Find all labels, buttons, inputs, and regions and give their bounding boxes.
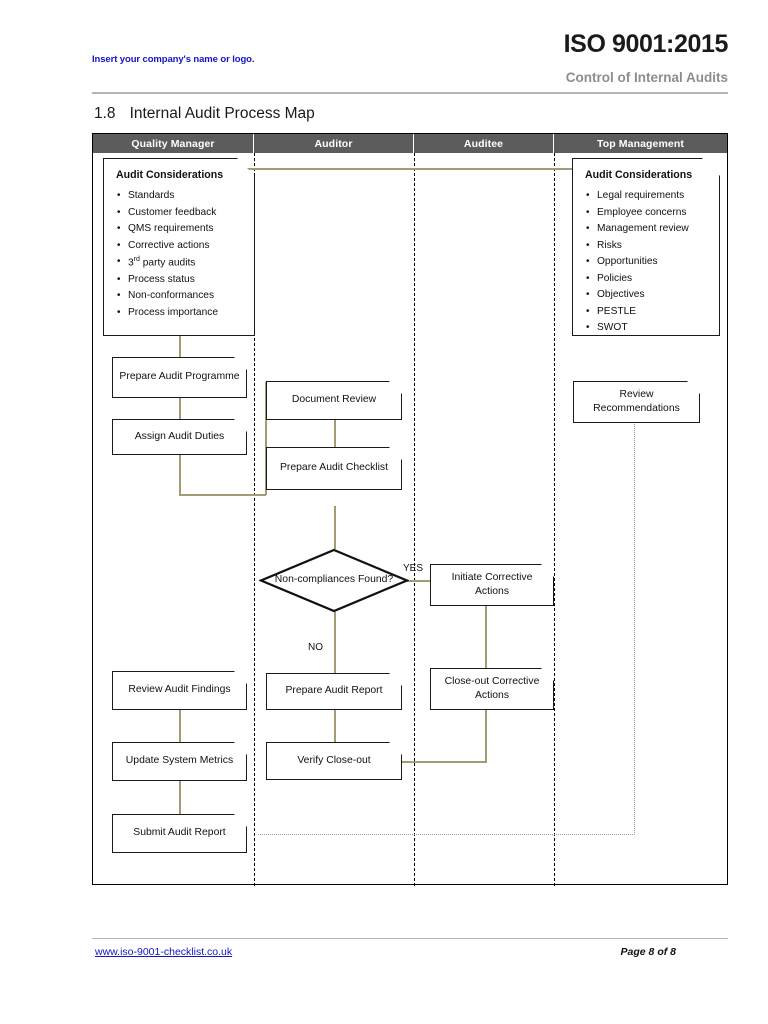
edge-label-yes: YES bbox=[403, 563, 424, 574]
process-update-system-metrics[interactable]: Update System Metrics bbox=[112, 742, 247, 781]
connector-metrics-to-submit bbox=[179, 780, 181, 815]
considerations-heading-left: Audit Considerations bbox=[116, 169, 224, 181]
process-label: Verify Close-out bbox=[297, 754, 371, 766]
connector-report-to-verify bbox=[334, 709, 336, 743]
considerations-item: Risks bbox=[597, 238, 709, 255]
process-label: Review Audit Findings bbox=[128, 684, 231, 696]
process-label: Review Recommendations bbox=[593, 388, 680, 414]
lane-divider-1 bbox=[254, 153, 255, 886]
process-review-audit-findings[interactable]: Review Audit Findings bbox=[112, 671, 247, 710]
swimlane-header-top-management: Top Management bbox=[554, 134, 727, 153]
process-label: Initiate Corrective Actions bbox=[451, 571, 533, 597]
document-subtitle: Control of Internal Audits bbox=[565, 70, 728, 85]
connector-programme-to-duties bbox=[179, 397, 181, 420]
connector-duties-up-to-document-review bbox=[265, 382, 267, 495]
considerations-item: Process importance bbox=[128, 305, 244, 322]
connector-considerations-link bbox=[173, 168, 573, 170]
process-initiate-corrective-actions[interactable]: Initiate Corrective Actions bbox=[430, 564, 554, 606]
process-label: Close-out Corrective Actions bbox=[444, 675, 540, 701]
page-title: 1.8 Internal Audit Process Map bbox=[94, 105, 315, 123]
swimlane-header-row: Quality Manager Auditor Auditee Top Mana… bbox=[93, 134, 727, 153]
connector-duties-down bbox=[179, 454, 181, 495]
considerations-item: Corrective actions bbox=[128, 238, 244, 255]
considerations-item: PESTLE bbox=[597, 304, 709, 321]
considerations-item: Non-conformances bbox=[128, 288, 244, 305]
audit-considerations-box-top-management: Audit Considerations Legal requirements … bbox=[572, 158, 720, 336]
connector-submit-to-recommendations-horizontal bbox=[258, 834, 635, 835]
internal-audit-process-map: Quality Manager Auditor Auditee Top Mana… bbox=[92, 133, 728, 886]
process-submit-audit-report[interactable]: Submit Audit Report bbox=[112, 814, 247, 853]
considerations-item: Legal requirements bbox=[597, 188, 709, 205]
edge-label-no: NO bbox=[308, 642, 323, 653]
document-header: Insert your company's name or logo. ISO … bbox=[92, 30, 728, 92]
connector-initiate-to-closeout bbox=[485, 606, 487, 674]
considerations-item: QMS requirements bbox=[128, 221, 244, 238]
process-label: Document Review bbox=[291, 394, 377, 406]
considerations-list-left: Standards Customer feedback QMS requirem… bbox=[116, 188, 244, 322]
considerations-item: SWOT bbox=[597, 320, 709, 337]
considerations-item: 3rd party audits bbox=[128, 254, 244, 272]
swimlane-header-auditee: Auditee bbox=[414, 134, 554, 153]
connector-submit-to-recommendations-vertical bbox=[634, 405, 635, 835]
process-verify-close-out[interactable]: Verify Close-out bbox=[266, 742, 402, 780]
process-label: Prepare Audit Checklist bbox=[279, 462, 388, 474]
considerations-list-right: Legal requirements Employee concerns Man… bbox=[585, 188, 709, 337]
process-label: Update System Metrics bbox=[125, 755, 234, 767]
process-review-recommendations[interactable]: Review Recommendations bbox=[573, 381, 700, 423]
considerations-item: Standards bbox=[128, 188, 244, 205]
considerations-item: Employee concerns bbox=[597, 205, 709, 222]
process-prepare-audit-checklist[interactable]: Prepare Audit Checklist bbox=[266, 447, 402, 490]
process-close-out-corrective-actions[interactable]: Close-out Corrective Actions bbox=[430, 668, 554, 710]
process-label: Prepare Audit Programme bbox=[119, 371, 240, 383]
company-logo-placeholder: Insert your company's name or logo. bbox=[92, 54, 255, 65]
process-assign-audit-duties[interactable]: Assign Audit Duties bbox=[112, 419, 247, 455]
swimlane-header-quality-manager: Quality Manager bbox=[93, 134, 254, 153]
footer-divider bbox=[92, 938, 728, 939]
considerations-item: Customer feedback bbox=[128, 205, 244, 222]
considerations-heading-right: Audit Considerations bbox=[585, 169, 693, 181]
considerations-item: Process status bbox=[128, 272, 244, 289]
swimlane-header-auditor: Auditor bbox=[254, 134, 414, 153]
process-prepare-audit-programme[interactable]: Prepare Audit Programme bbox=[112, 357, 247, 398]
header-divider bbox=[92, 92, 728, 94]
connector-checklist-to-decision bbox=[334, 506, 336, 549]
process-prepare-audit-report[interactable]: Prepare Audit Report bbox=[266, 673, 402, 710]
lane-divider-2 bbox=[414, 153, 415, 886]
section-number: 1.8 bbox=[94, 105, 116, 122]
connector-closeout-down bbox=[485, 709, 487, 762]
considerations-item: Objectives bbox=[597, 287, 709, 304]
connector-closeout-to-verify bbox=[399, 761, 487, 763]
section-title-text: Internal Audit Process Map bbox=[129, 105, 315, 122]
connector-duties-across bbox=[179, 494, 266, 496]
considerations-item: Opportunities bbox=[597, 254, 709, 271]
considerations-item: Management review bbox=[597, 221, 709, 238]
connector-decision-no bbox=[334, 612, 336, 674]
diamond-shape bbox=[259, 548, 409, 613]
process-label: Submit Audit Report bbox=[133, 827, 226, 839]
footer-page-number: Page 8 of 8 bbox=[620, 946, 676, 958]
process-document-review[interactable]: Document Review bbox=[266, 381, 402, 420]
connector-considerations-to-programme bbox=[179, 336, 181, 358]
connector-document-review-to-checklist bbox=[334, 420, 336, 447]
standard-title: ISO 9001:2015 bbox=[563, 30, 729, 58]
connector-findings-to-metrics bbox=[179, 709, 181, 743]
connector-decision-yes bbox=[399, 580, 439, 582]
lane-divider-3 bbox=[554, 153, 555, 886]
considerations-item: Policies bbox=[597, 271, 709, 288]
decision-non-compliances-found[interactable]: Non-compliances Found? bbox=[259, 548, 409, 613]
process-label: Assign Audit Duties bbox=[134, 430, 225, 442]
process-label: Prepare Audit Report bbox=[285, 685, 383, 697]
footer-website-link[interactable]: www.iso-9001-checklist.co.uk bbox=[95, 946, 233, 958]
audit-considerations-box-quality-manager: Audit Considerations Standards Customer … bbox=[103, 158, 255, 336]
